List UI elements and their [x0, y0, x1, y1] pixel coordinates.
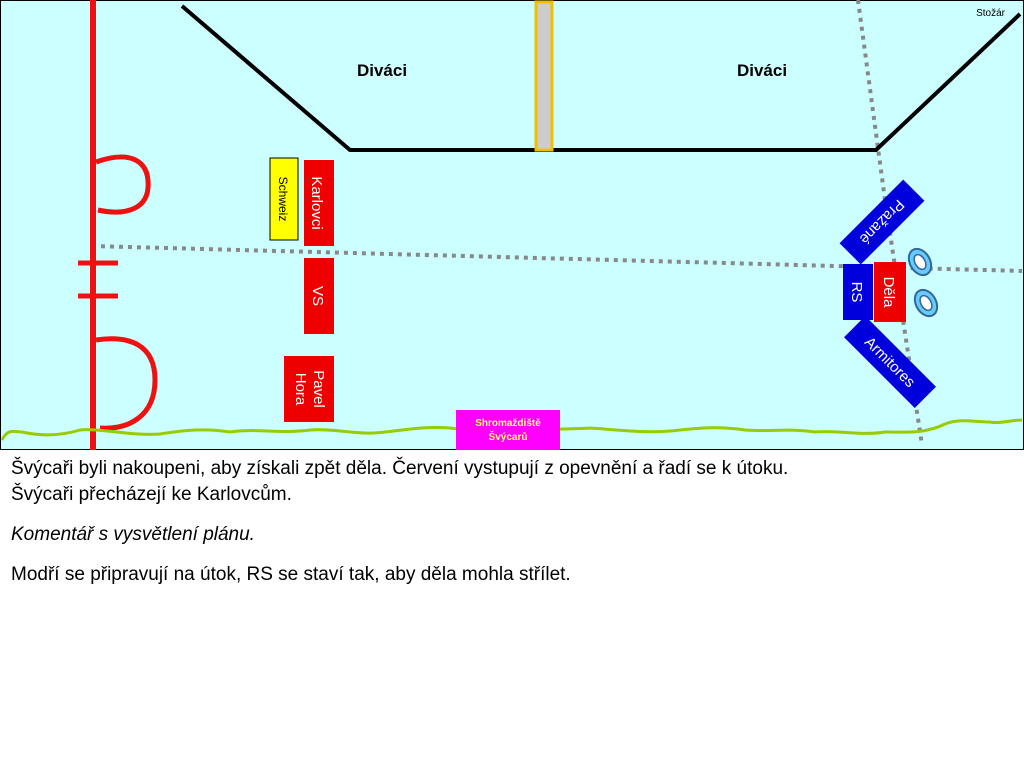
- pole: [534, 0, 554, 152]
- note-comment: Komentář s vysvětlení plánu.: [11, 524, 255, 545]
- unit-schweiz: Schweiz: [269, 157, 299, 241]
- cannon-icon: [907, 247, 933, 277]
- spectator-fence: [180, 4, 1022, 152]
- unit-shromazdiste-label-2: Švýcarů: [489, 430, 528, 443]
- plan-notes: Švýcaři byli nakoupeni, aby získali zpět…: [11, 456, 1011, 602]
- red-loop-lower: [95, 336, 158, 431]
- unit-vs-label: VS: [309, 286, 326, 306]
- note-paragraph-1: Švýcaři byli nakoupeni, aby získali zpět…: [11, 456, 1011, 508]
- stozar-label: Stožár: [976, 8, 1006, 19]
- unit-pavel-hora: Pavel Hora: [284, 356, 334, 422]
- note-line-3: Modří se připravují na útok, RS se staví…: [11, 564, 571, 585]
- unit-vs: VS: [304, 258, 334, 334]
- cannon-icon: [913, 288, 939, 318]
- red-loop-upper: [95, 154, 151, 215]
- unit-karlovci: Karlovci: [304, 160, 334, 246]
- unit-shromazdiste-label-1: Shromaždiště: [475, 418, 541, 429]
- divaci-label-left: Diváci: [357, 61, 407, 80]
- dotted-boundary-vertical: [856, 0, 924, 446]
- unit-shromazdiste: Shromaždiště Švýcarů: [456, 410, 560, 450]
- unit-rs: RS: [843, 264, 873, 320]
- battle-map: Stožár Diváci Diváci Schweiz Karlovci VS…: [0, 0, 1024, 450]
- unit-dela: Děla: [874, 262, 906, 322]
- unit-pavel-hora-label-2: Hora: [292, 373, 309, 406]
- unit-schweiz-label: Schweiz: [276, 177, 290, 222]
- unit-dela-label: Děla: [880, 277, 897, 309]
- unit-pavel-hora-label-1: Pavel: [310, 370, 327, 408]
- field-background: [0, 0, 1024, 450]
- note-line-1: Švýcaři byli nakoupeni, aby získali zpět…: [11, 458, 789, 479]
- note-line-2: Švýcaři přecházejí ke Karlovcům.: [11, 484, 292, 505]
- unit-rs-label: RS: [848, 282, 865, 303]
- unit-karlovci-label: Karlovci: [308, 176, 325, 229]
- divaci-label-right: Diváci: [737, 61, 787, 80]
